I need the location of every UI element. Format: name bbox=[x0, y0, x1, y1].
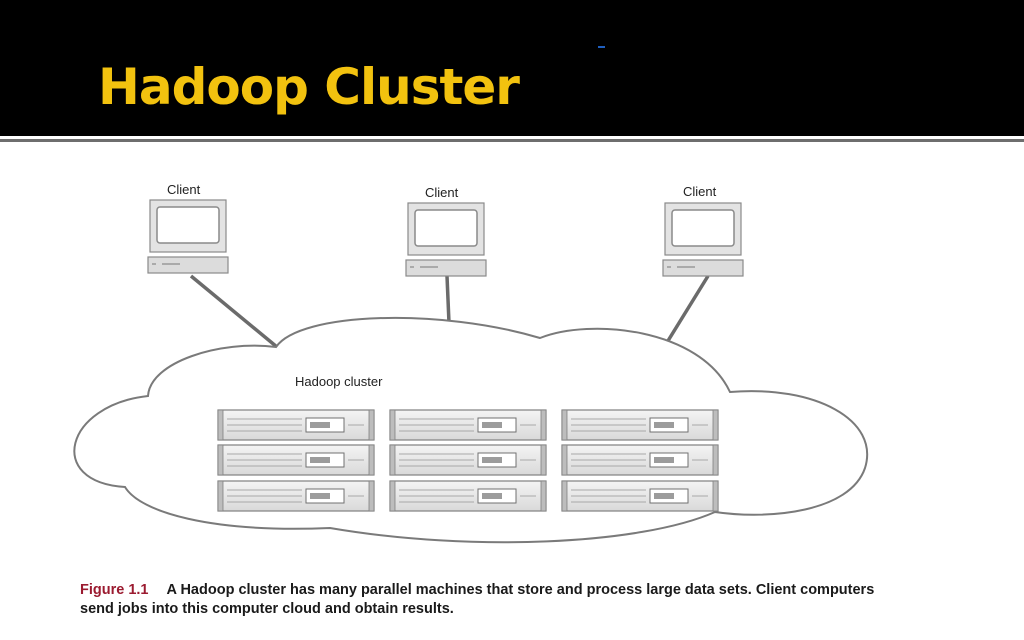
computer-base-icon bbox=[662, 259, 744, 277]
rack-handle-right bbox=[540, 444, 547, 476]
rack-handle-left bbox=[561, 409, 568, 441]
computer-base-icon bbox=[405, 259, 487, 277]
monitor-screen bbox=[671, 209, 735, 247]
rack-handle-right bbox=[540, 409, 547, 441]
server-rack-2-3 bbox=[561, 444, 719, 476]
rack-handle-right bbox=[368, 409, 375, 441]
rack-handle-left bbox=[389, 444, 396, 476]
rack-handle-left bbox=[217, 480, 224, 512]
rack-handle-right bbox=[368, 480, 375, 512]
client-label-3: Client bbox=[683, 184, 717, 199]
drive-indicator bbox=[654, 422, 674, 428]
drive-indicator bbox=[310, 493, 330, 499]
caption-text: A Hadoop cluster has many parallel machi… bbox=[80, 582, 875, 617]
computer-base-icon bbox=[147, 256, 229, 274]
drive-indicator bbox=[654, 493, 674, 499]
slide-title: Hadoop Cluster bbox=[98, 58, 520, 116]
server-rack-1-1 bbox=[217, 409, 375, 441]
rack-handle-right bbox=[712, 409, 719, 441]
server-rack-1-3 bbox=[561, 409, 719, 441]
rack-handle-left bbox=[561, 444, 568, 476]
monitor-screen bbox=[414, 209, 478, 247]
drive-indicator bbox=[482, 422, 502, 428]
client-label-2: Client bbox=[425, 185, 459, 200]
server-racks bbox=[217, 409, 719, 512]
drive-indicator bbox=[310, 457, 330, 463]
client-link-1 bbox=[189, 274, 279, 349]
rack-handle-right bbox=[540, 480, 547, 512]
figure-number: Figure 1.1 bbox=[80, 582, 149, 598]
rack-handle-left bbox=[217, 444, 224, 476]
rack-handle-left bbox=[389, 480, 396, 512]
rack-handle-right bbox=[712, 444, 719, 476]
server-rack-2-1 bbox=[217, 444, 375, 476]
monitor-screen bbox=[156, 206, 220, 244]
client-label-1: Client bbox=[167, 182, 201, 197]
drive-indicator bbox=[482, 457, 502, 463]
hadoop-cluster-diagram: Hadoop cluster Client Client Client bbox=[73, 182, 868, 544]
title-bar: Hadoop Cluster bbox=[0, 0, 1024, 136]
client-computer-2: Client bbox=[405, 185, 487, 277]
client-computer-1: Client bbox=[147, 182, 229, 274]
client-link-2 bbox=[445, 275, 451, 324]
server-rack-3-1 bbox=[217, 480, 375, 512]
header-divider-shadow bbox=[0, 139, 1024, 142]
drive-indicator bbox=[482, 493, 502, 499]
rack-handle-left bbox=[389, 409, 396, 441]
drive-indicator bbox=[310, 422, 330, 428]
cluster-label: Hadoop cluster bbox=[295, 374, 383, 389]
rack-handle-right bbox=[712, 480, 719, 512]
server-rack-3-3 bbox=[561, 480, 719, 512]
header-divider bbox=[0, 136, 1024, 139]
server-rack-2-2 bbox=[389, 444, 547, 476]
rack-handle-right bbox=[368, 444, 375, 476]
clients-group: Client Client Client bbox=[147, 182, 744, 277]
header-marker bbox=[598, 46, 605, 48]
server-rack-3-2 bbox=[389, 480, 547, 512]
rack-handle-left bbox=[217, 409, 224, 441]
client-computer-3: Client bbox=[662, 184, 744, 277]
server-rack-1-2 bbox=[389, 409, 547, 441]
rack-handle-left bbox=[561, 480, 568, 512]
drive-indicator bbox=[654, 457, 674, 463]
